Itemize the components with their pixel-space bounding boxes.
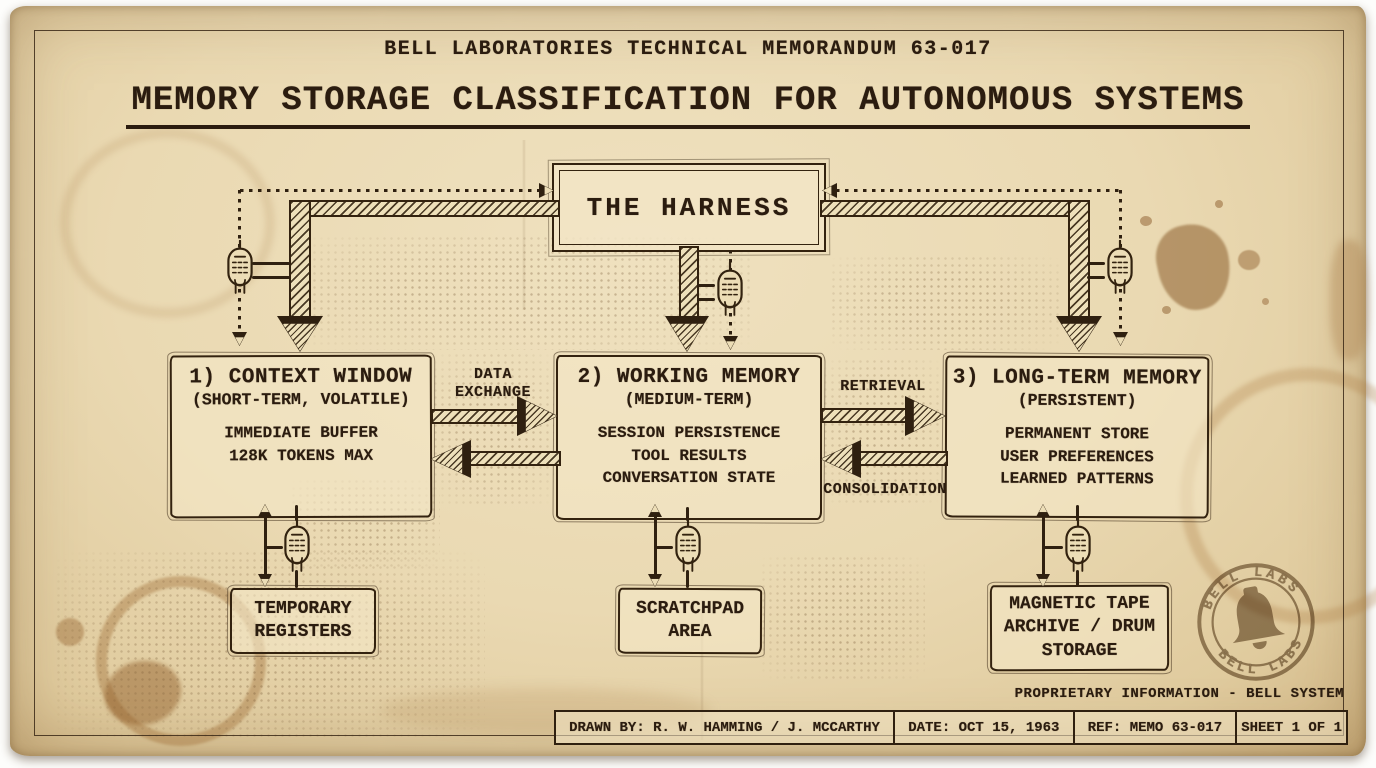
arrowhead-up [648, 504, 662, 517]
connector-line [295, 505, 298, 521]
title-block: DRAWN BY: R. W. HAMMING / J. MCCARTHY DA… [554, 710, 1348, 745]
box-line: IMMEDIATE BUFFER [224, 423, 378, 443]
storage-box-scratchpad-area: SCRATCHPAD AREA [617, 587, 763, 655]
tube-pin [252, 262, 290, 265]
box-subheading: (MEDIUM-TERM) [624, 390, 754, 409]
memory-box-working-memory: 2) WORKING MEMORY (MEDIUM-TERM) SESSION … [556, 355, 822, 520]
page-title-text: MEMORY STORAGE CLASSIFICATION FOR AUTONO… [125, 82, 1251, 129]
storage-box-magnetic-tape: MAGNETIC TAPE ARCHIVE / DRUM STORAGE [989, 584, 1170, 672]
paper-crease [700, 600, 704, 740]
box-line: SESSION PERSISTENCE [597, 424, 781, 442]
box-heading: 3) LONG-TERM MEMORY [952, 366, 1202, 391]
arrow-shaft-left-2-1 [467, 451, 561, 466]
stamp-inner-ring [1211, 577, 1301, 667]
arrow-shaft-right-1-2 [431, 409, 525, 424]
flow-label-consolidation: CONSOLIDATION [823, 481, 947, 498]
tube-pin [252, 276, 290, 279]
bidirectional-line [264, 514, 267, 578]
pipe-center-vertical [679, 246, 699, 324]
stamp-outer-ring [1197, 563, 1315, 681]
box-line: USER PREFERENCES [1000, 447, 1154, 467]
tube-pin [697, 284, 715, 287]
arrowhead-down [258, 574, 272, 587]
box-line: CONVERSATION STATE [602, 469, 776, 488]
harness-label: THE HARNESS [586, 192, 792, 223]
connector-line [686, 570, 689, 588]
dotted-arrowhead-to-context-window [232, 332, 247, 346]
pipe-right-horizontal [820, 200, 1078, 217]
bell-labs-stamp: BELL LABS BELL LABS [1184, 550, 1328, 694]
memory-box-long-term-memory: 3) LONG-TERM MEMORY (PERSISTENT) PERMANE… [944, 355, 1210, 519]
dotted-control-line-right-horizontal [836, 189, 1122, 192]
arrowhead-up [1036, 504, 1050, 517]
connector-line [686, 507, 689, 521]
vacuum-tube-icon [227, 240, 253, 295]
memo-header-line: BELL LABORATORIES TECHNICAL MEMORANDUM 6… [384, 38, 992, 61]
arrowhead-down [648, 574, 662, 587]
bidirectional-line [654, 514, 657, 578]
arrowhead-right-2-3 [905, 396, 946, 436]
pipe-left-vertical [289, 200, 311, 322]
connector-line [1076, 505, 1079, 521]
vacuum-tube-icon [717, 262, 743, 317]
box-line: PERMANENT STORE [1004, 424, 1150, 444]
page-title: MEMORY STORAGE CLASSIFICATION FOR AUTONO… [0, 82, 1376, 129]
box-line: 128K TOKENS MAX [229, 446, 374, 465]
memory-box-context-window: 1) CONTEXT WINDOW (SHORT-TERM, VOLATILE)… [169, 354, 433, 519]
arrowhead-left-2-1 [430, 440, 471, 478]
dotted-arrowhead-into-harness-left [539, 183, 554, 198]
arrow-shaft-left-3-2 [856, 451, 948, 466]
pipe-left-horizontal [298, 200, 560, 217]
storage-box-label: MAGNETIC TAPE ARCHIVE / DRUM STORAGE [1003, 594, 1156, 661]
proprietary-note: PROPRIETARY INFORMATION - BELL SYSTEM [1014, 686, 1344, 702]
vacuum-tube-icon [1107, 240, 1133, 295]
storage-box-temporary-registers: TEMPORARY REGISTERS [230, 588, 376, 654]
box-line: LEARNED PATTERNS [999, 470, 1154, 489]
connector-line [1076, 570, 1079, 586]
box-heading: 2) WORKING MEMORY [577, 366, 801, 389]
connector-line [266, 546, 283, 549]
dotted-arrowhead-into-harness-right [822, 183, 837, 198]
vacuum-tube-icon [284, 518, 310, 573]
flow-label-data-exchange: DATA EXCHANGE [454, 366, 531, 401]
arrow-shaft-right-2-3 [821, 408, 913, 423]
title-block-sheet: SHEET 1 OF 1 [1235, 712, 1346, 743]
harness-box: THE HARNESS [552, 163, 826, 252]
dotted-arrowhead-to-working-memory [723, 336, 738, 350]
bidirectional-line [1042, 514, 1045, 578]
dotted-control-line-left-horizontal [240, 189, 540, 192]
arrowhead-up [258, 504, 272, 517]
paper-crease [522, 140, 526, 310]
dotted-arrowhead-to-long-term-memory [1113, 332, 1128, 346]
halftone-texture [830, 255, 1060, 350]
title-block-date: DATE: OCT 15, 1963 [893, 712, 1073, 743]
arrowhead-to-context-window [277, 316, 323, 352]
flow-label-retrieval: RETRIEVAL [840, 378, 926, 395]
arrowhead-to-long-term-memory [1056, 316, 1102, 352]
tube-pin [1087, 262, 1105, 265]
connector-line [656, 546, 673, 549]
storage-box-label: SCRATCHPAD AREA [635, 598, 745, 643]
title-block-drawn-by: DRAWN BY: R. W. HAMMING / J. MCCARTHY [569, 719, 880, 736]
bell-icon [1232, 586, 1286, 650]
storage-box-label: TEMPORARY REGISTERS [254, 598, 352, 642]
vacuum-tube-icon [1065, 518, 1091, 573]
box-subheading: (SHORT-TERM, VOLATILE) [191, 389, 410, 410]
tube-pin [697, 298, 715, 301]
arrowhead-down [1036, 574, 1050, 587]
arrowhead-to-working-memory [665, 316, 709, 352]
tube-pin [1087, 276, 1105, 279]
arrowhead-right-1-2 [517, 396, 558, 436]
pipe-right-vertical [1068, 200, 1090, 322]
box-heading: 1) CONTEXT WINDOW [189, 365, 413, 390]
halftone-texture [760, 555, 925, 680]
connector-line [295, 570, 298, 588]
title-block-ref: REF: MEMO 63-017 [1072, 712, 1236, 743]
box-subheading: (PERSISTENT) [1017, 390, 1137, 411]
arrowhead-left-3-2 [820, 440, 861, 478]
box-line: TOOL RESULTS [631, 446, 747, 465]
vacuum-tube-icon [675, 518, 701, 573]
connector-line [1044, 546, 1063, 549]
